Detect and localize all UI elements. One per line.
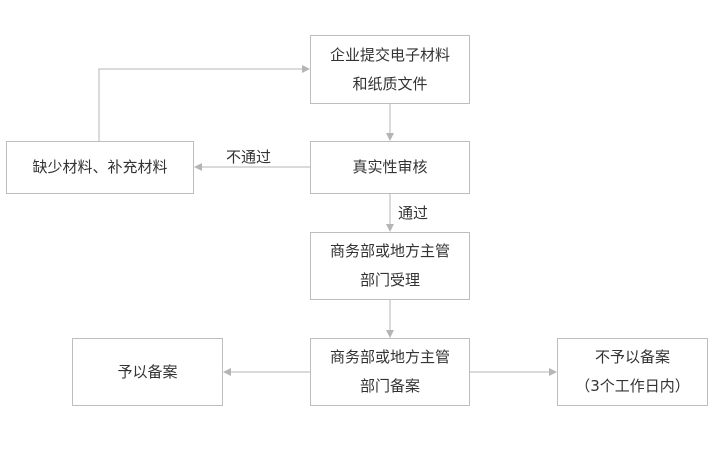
edge-supplement-to-submit (98, 65, 310, 141)
node-supplement: 缺少材料、补充材料 (6, 141, 194, 194)
node-submit-line-2: 和纸质文件 (352, 74, 428, 93)
node-reject-line-2: （3个工作日内） (575, 377, 690, 395)
node-accept-line-1: 商务部或地方主管 (329, 242, 450, 260)
node-record-line-1: 商务部或地方主管 (329, 348, 450, 366)
edge-label-fail: 不通过 (226, 148, 272, 166)
node-verify: 真实性审核 (310, 141, 470, 194)
node-submit: 企业提交电子材料 和纸质文件 (310, 35, 470, 104)
node-supplement-line-1: 缺少材料、补充材料 (32, 158, 168, 176)
node-reject: 不予以备案 （3个工作日内） (557, 338, 708, 406)
node-verify-line-1: 真实性审核 (352, 158, 428, 176)
node-record: 商务部或地方主管 部门备案 (310, 338, 470, 406)
node-accept-line-2: 部门受理 (359, 271, 420, 289)
node-record-line-2: 部门备案 (359, 377, 420, 395)
node-reject-line-1: 不予以备案 (594, 348, 670, 366)
edge-label-pass: 通过 (398, 204, 429, 222)
node-approve: 予以备案 (72, 338, 223, 406)
node-approve-line-1: 予以备案 (117, 362, 178, 381)
node-accept: 商务部或地方主管 部门受理 (310, 232, 470, 300)
node-submit-line-1: 企业提交电子材料 (329, 45, 450, 64)
